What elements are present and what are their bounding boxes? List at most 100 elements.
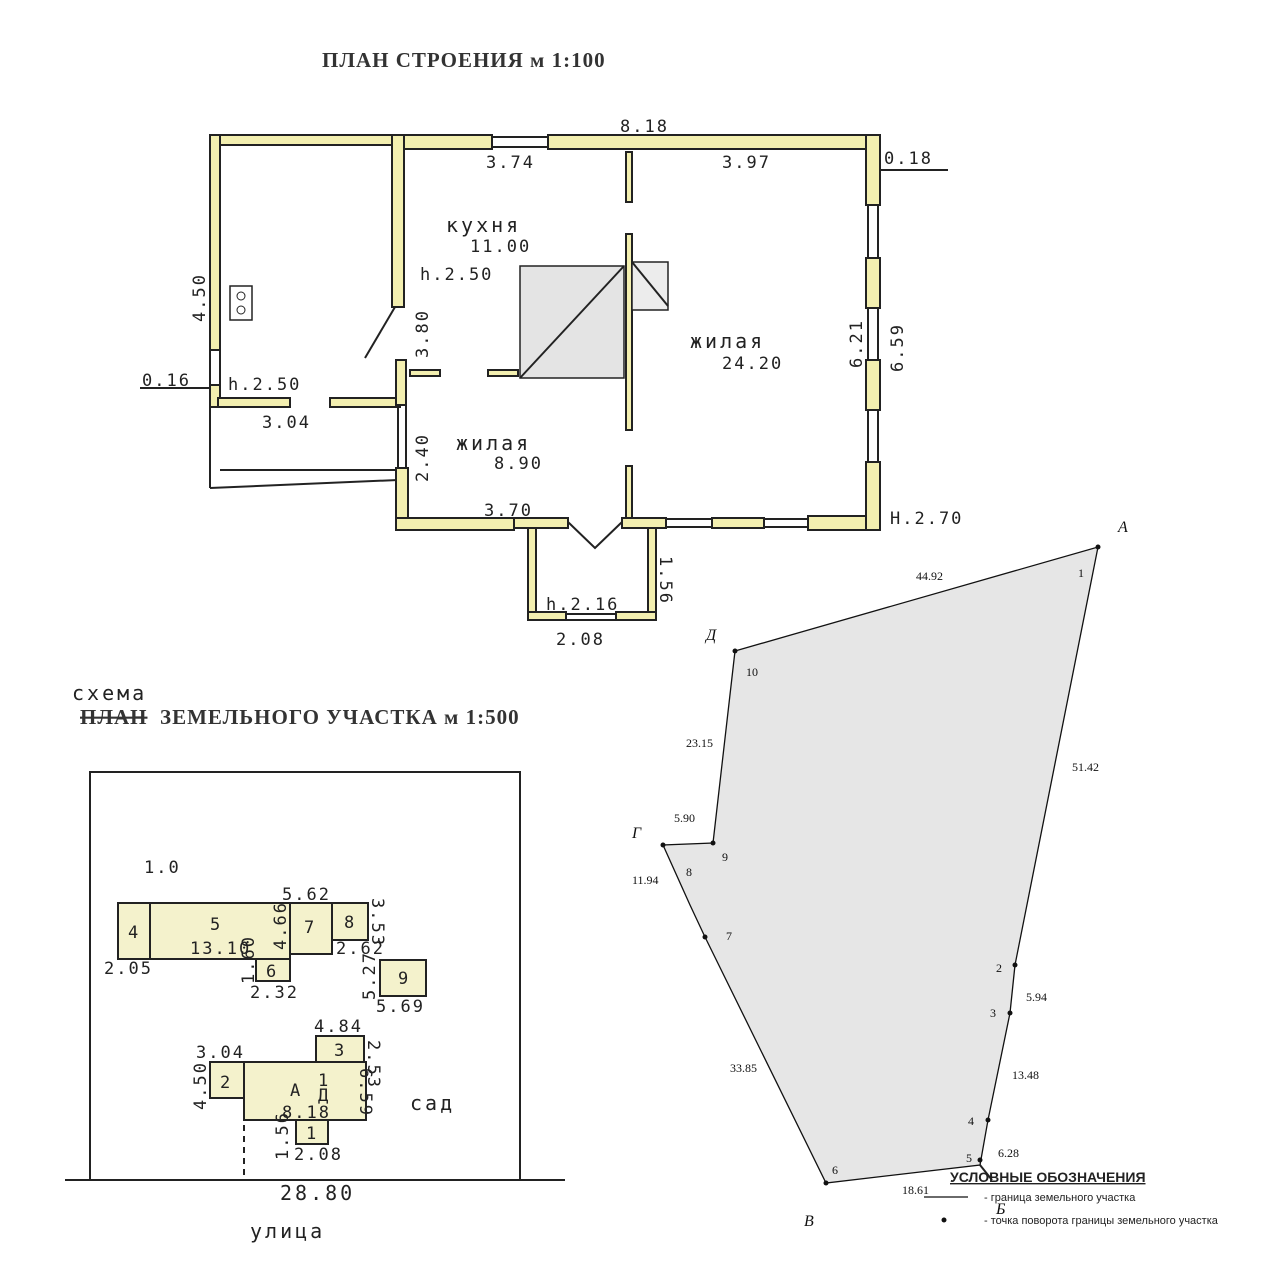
svg-text:1: 1 — [306, 1124, 318, 1144]
front-width: 28.80 — [280, 1181, 355, 1205]
svg-text:7: 7 — [304, 918, 316, 938]
svg-text:Д: Д — [704, 627, 717, 644]
svg-text:23.15: 23.15 — [686, 736, 713, 750]
svg-text:8.18: 8.18 — [620, 117, 669, 137]
svg-text:2: 2 — [996, 961, 1002, 975]
svg-text:1.56: 1.56 — [655, 556, 675, 605]
svg-text:4: 4 — [968, 1114, 974, 1128]
svg-text:5.69: 5.69 — [376, 997, 425, 1017]
svg-text:h.2.50: h.2.50 — [420, 265, 493, 285]
svg-text:h.2.16: h.2.16 — [546, 595, 619, 615]
room-living-large-name: жилая — [690, 329, 765, 353]
svg-text:3.53: 3.53 — [367, 898, 387, 947]
svg-text:4: 4 — [128, 923, 140, 943]
svg-text:7: 7 — [726, 929, 732, 943]
svg-text:4.50: 4.50 — [190, 273, 210, 322]
svg-text:6.28: 6.28 — [998, 1146, 1019, 1160]
svg-text:2.32: 2.32 — [250, 983, 299, 1003]
svg-text:6.59: 6.59 — [888, 323, 908, 372]
svg-text:13.10: 13.10 — [190, 939, 251, 959]
svg-text:3.70: 3.70 — [484, 501, 533, 521]
turning-point-symbol — [941, 1217, 947, 1223]
svg-text:3.04: 3.04 — [262, 413, 311, 433]
room-living-small-area: 8.90 — [494, 454, 543, 474]
svg-text:9: 9 — [722, 850, 728, 864]
site-title-struck: ПЛАН — [80, 705, 147, 729]
svg-text:8: 8 — [686, 865, 692, 879]
room-living-large-area: 24.20 — [722, 354, 783, 374]
room-kitchen-area: 11.00 — [470, 237, 531, 257]
hob-icon — [229, 285, 253, 321]
svg-text:H.2.70: H.2.70 — [890, 509, 963, 529]
svg-text:1: 1 — [318, 1071, 330, 1091]
svg-text:33.85: 33.85 — [730, 1061, 757, 1075]
svg-text:9: 9 — [398, 969, 410, 989]
street-label: улица — [250, 1219, 325, 1243]
svg-text:h.2.50: h.2.50 — [228, 375, 301, 395]
svg-text:4.66: 4.66 — [271, 901, 291, 950]
site-boundary — [65, 771, 565, 1181]
land-plot-polygon — [662, 546, 1099, 1184]
svg-text:5.94: 5.94 — [1026, 990, 1047, 1004]
svg-text:8: 8 — [344, 913, 356, 933]
svg-text:2.40: 2.40 — [413, 433, 433, 482]
svg-text:4.50: 4.50 — [191, 1061, 211, 1110]
svg-text:1: 1 — [1078, 566, 1084, 580]
svg-text:3.80: 3.80 — [413, 309, 433, 358]
site-building-labels: 4 5 6 7 8 9 3 2 А 1 Д 1 — [128, 913, 410, 1144]
svg-text:18.61: 18.61 — [902, 1183, 929, 1197]
site-buildings — [117, 902, 427, 1145]
svg-text:2.08: 2.08 — [294, 1145, 343, 1165]
svg-text:2.53: 2.53 — [363, 1040, 383, 1089]
site-dimensions: 1.0 2.05 13.10 4.66 5.62 3.53 2.62 1.60 … — [104, 858, 455, 1243]
svg-text:2.08: 2.08 — [556, 630, 605, 650]
svg-text:2.05: 2.05 — [104, 959, 153, 979]
svg-text:3: 3 — [334, 1041, 346, 1061]
svg-text:А: А — [1117, 519, 1128, 536]
corner-letters: А Б В Г Д — [631, 519, 1128, 1230]
svg-text:51.42: 51.42 — [1072, 760, 1099, 774]
segment-lengths: 44.92 23.15 5.90 11.94 33.85 18.61 6.28 … — [632, 569, 1099, 1197]
svg-text:13.48: 13.48 — [1012, 1068, 1039, 1082]
building-plan-title: ПЛАН СТРОЕНИЯ м 1:100 — [322, 48, 606, 72]
svg-text:1.56: 1.56 — [273, 1111, 293, 1160]
svg-text:3.97: 3.97 — [722, 153, 771, 173]
svg-text:6: 6 — [832, 1163, 838, 1177]
svg-text:5: 5 — [210, 915, 222, 935]
svg-text:Д: Д — [318, 1086, 330, 1106]
site-title-handwritten: схема — [72, 681, 147, 705]
svg-text:1.0: 1.0 — [144, 858, 181, 878]
building-dimensions: 8.18 3.74 3.97 0.18 4.50 0.16 h.2.50 3.0… — [142, 117, 963, 650]
point-numbers: 1 2 3 4 5 6 7 8 9 10 — [686, 566, 1084, 1177]
room-living-small-name: жилая — [456, 431, 531, 455]
legend: УСЛОВНЫЕ ОБОЗНАЧЕНИЯ - граница земельног… — [924, 1169, 1219, 1227]
legend-item-boundary: - граница земельного участка — [984, 1192, 1136, 1204]
svg-text:Г: Г — [631, 825, 642, 842]
svg-text:1.60: 1.60 — [239, 935, 259, 984]
garden-label: сад — [410, 1091, 455, 1115]
svg-text:6.59: 6.59 — [355, 1068, 375, 1117]
room-kitchen-name: кухня — [446, 213, 521, 237]
svg-text:5.27: 5.27 — [360, 951, 380, 1000]
svg-text:10: 10 — [746, 665, 758, 679]
svg-text:3.04: 3.04 — [196, 1043, 245, 1063]
building-walls — [140, 134, 948, 621]
svg-text:0.18: 0.18 — [884, 149, 933, 169]
turning-points — [660, 544, 1101, 1186]
legend-item-turning-point: - точка поворота границы земельного учас… — [984, 1215, 1219, 1227]
svg-text:11.94: 11.94 — [632, 873, 659, 887]
svg-text:0.16: 0.16 — [142, 371, 191, 391]
room-labels: кухня 11.00 жилая 24.20 жилая 8.90 — [446, 213, 783, 474]
svg-text:2: 2 — [220, 1073, 232, 1093]
svg-text:2.62: 2.62 — [336, 939, 385, 959]
svg-text:5.62: 5.62 — [282, 885, 331, 905]
legend-title: УСЛОВНЫЕ ОБОЗНАЧЕНИЯ — [950, 1169, 1146, 1185]
site-plan-title: ЗЕМЕЛЬНОГО УЧАСТКА м 1:500 — [160, 705, 520, 729]
svg-text:5.90: 5.90 — [674, 811, 695, 825]
svg-text:Б: Б — [995, 1201, 1006, 1218]
svg-text:6.21: 6.21 — [847, 319, 867, 368]
svg-text:4.84: 4.84 — [314, 1017, 363, 1037]
svg-text:В: В — [804, 1213, 814, 1230]
svg-text:3.74: 3.74 — [486, 153, 535, 173]
